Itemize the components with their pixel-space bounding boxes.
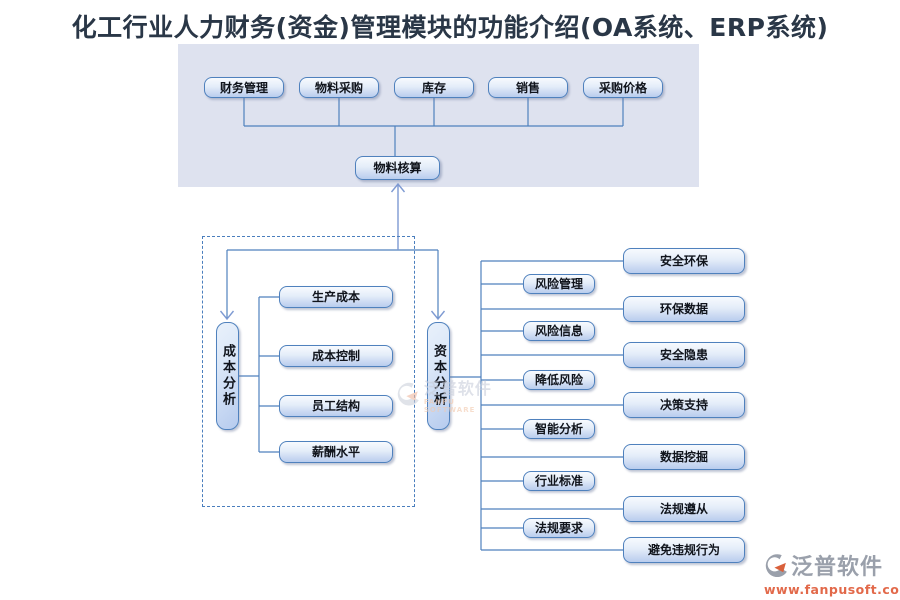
footer-logo-brand: 泛普软件 <box>791 555 884 580</box>
up-arrow-icon <box>390 182 406 193</box>
node-production-cost[interactable]: 生产成本 <box>279 286 393 308</box>
down-arrow-right-icon <box>430 310 446 321</box>
node-capital-analysis[interactable]: 资本分析 <box>427 322 450 430</box>
cost-analysis-group-outline <box>202 236 415 507</box>
node-safety-environment[interactable]: 安全环保 <box>623 248 745 274</box>
node-material-accounting[interactable]: 物料核算 <box>355 156 440 180</box>
node-cost-control[interactable]: 成本控制 <box>279 345 393 367</box>
footer-logo[interactable]: 泛普软件 www.fanpusoft.com <box>764 549 900 597</box>
node-cost-analysis-label: 成本分析 <box>220 344 235 408</box>
node-sales[interactable]: 销售 <box>488 77 568 98</box>
node-decision-support[interactable]: 决策支持 <box>623 392 745 418</box>
node-intelligent-analysis[interactable]: 智能分析 <box>523 419 595 439</box>
node-industry-standard[interactable]: 行业标准 <box>523 471 595 491</box>
node-risk-reduction[interactable]: 降低风险 <box>523 370 595 390</box>
node-environment-data[interactable]: 环保数据 <box>623 296 745 322</box>
node-salary-level[interactable]: 薪酬水平 <box>279 441 393 463</box>
node-risk-management[interactable]: 风险管理 <box>523 274 595 294</box>
node-risk-information[interactable]: 风险信息 <box>523 321 595 341</box>
node-safety-hazard[interactable]: 安全隐患 <box>623 342 745 368</box>
node-inventory[interactable]: 库存 <box>394 77 474 98</box>
node-staff-structure[interactable]: 员工结构 <box>279 395 393 417</box>
node-capital-analysis-label: 资本分析 <box>431 344 446 408</box>
down-arrow-left-icon <box>219 310 235 321</box>
footer-logo-icon <box>765 553 787 577</box>
node-avoid-violation[interactable]: 避免违规行为 <box>623 537 745 563</box>
node-material-purchase[interactable]: 物料采购 <box>299 77 379 98</box>
node-regulatory-requirement[interactable]: 法规要求 <box>523 518 595 538</box>
page-title: 化工行业人力财务(资金)管理模块的功能介绍(OA系统、ERP系统) <box>71 13 829 42</box>
node-data-mining[interactable]: 数据挖掘 <box>623 444 745 470</box>
footer-logo-url[interactable]: www.fanpusoft.com <box>764 582 900 597</box>
node-regulatory-compliance[interactable]: 法规遵从 <box>623 496 745 522</box>
node-purchase-price[interactable]: 采购价格 <box>583 77 663 98</box>
node-finance-management[interactable]: 财务管理 <box>204 77 284 98</box>
node-cost-analysis[interactable]: 成本分析 <box>216 322 239 430</box>
